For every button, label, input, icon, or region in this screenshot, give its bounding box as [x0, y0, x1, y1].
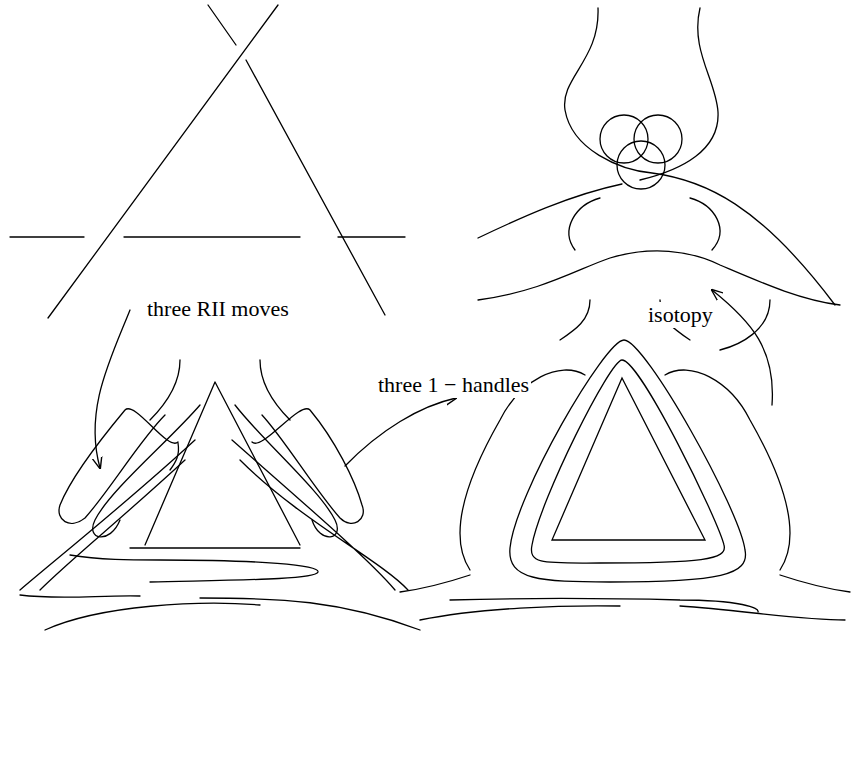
isotoped-diagram	[478, 8, 840, 305]
rii-diagram	[20, 360, 420, 630]
move-arrow	[345, 398, 456, 466]
step-label: isotopy	[646, 302, 715, 328]
move-arrow	[712, 290, 772, 405]
handles-diagram	[400, 300, 850, 620]
crossing-diagram	[10, 5, 405, 318]
move-arrow	[95, 310, 130, 468]
step-label: three RII moves	[145, 296, 291, 322]
step-label: three 1 − handles	[376, 372, 531, 398]
